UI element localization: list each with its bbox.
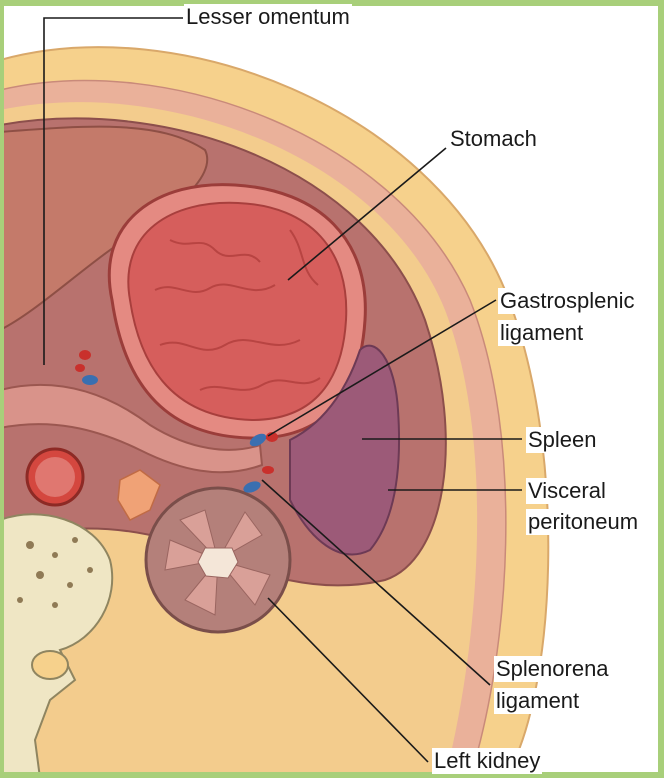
label-splenorenal-1: Splenorena <box>494 656 611 682</box>
frame-bottom <box>0 772 664 778</box>
spinal-canal <box>32 651 68 679</box>
label-visceral-1: Visceral <box>526 478 608 504</box>
label-gastrosplenic-2: ligament <box>498 320 585 346</box>
label-spleen: Spleen <box>526 427 599 453</box>
label-gastrosplenic-1: Gastrosplenic <box>498 288 637 314</box>
frame-right <box>658 0 664 778</box>
label-stomach: Stomach <box>448 126 539 152</box>
frame-left <box>0 0 4 778</box>
label-left-kidney: Left kidney <box>432 748 542 774</box>
label-lesser-omentum: Lesser omentum <box>184 4 352 30</box>
label-splenorenal-2: ligament <box>494 688 581 714</box>
label-visceral-2: peritoneum <box>526 509 640 535</box>
